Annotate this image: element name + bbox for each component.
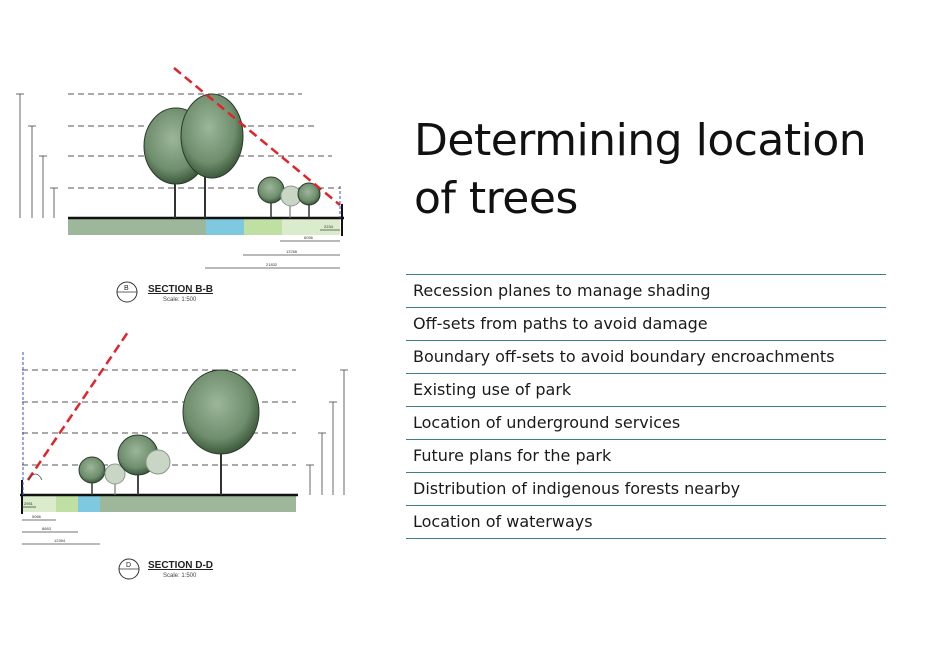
path-strip xyxy=(244,218,282,235)
dimension-label: 5066 xyxy=(32,514,42,519)
list-item: Recession planes to manage shading xyxy=(406,275,886,308)
dimension-label: 13766 xyxy=(286,249,298,254)
water-strip xyxy=(78,495,100,512)
tree-small-2 xyxy=(104,463,126,495)
section-scale: Scale: 1:500 xyxy=(163,297,197,303)
path-strip xyxy=(56,495,78,512)
dimension-label: 2951 xyxy=(24,501,34,506)
list-item: Off-sets from paths to avoid damage xyxy=(406,308,886,341)
recession-plane-line xyxy=(26,331,130,481)
list-item: Boundary off-sets to avoid boundary encr… xyxy=(406,341,886,374)
height-dimensions xyxy=(306,369,348,495)
level-lines xyxy=(22,369,296,466)
ground-strip xyxy=(68,218,206,235)
offset-dimensions xyxy=(205,229,340,269)
tree-small-1 xyxy=(257,176,285,218)
section-scale: Scale: 1:500 xyxy=(163,573,197,579)
dimension-label: 2234 xyxy=(324,224,334,229)
tree-small-3 xyxy=(297,182,321,218)
list-item: Distribution of indigenous forests nearb… xyxy=(406,473,886,506)
section-d-diagram: 2951 5066 8663 12394 D SECTION D-D Scale… xyxy=(20,331,348,580)
dimension-label: 8663 xyxy=(42,526,52,531)
water-strip xyxy=(206,218,244,235)
section-b-diagram: 2234 6056 13766 21832 B SECTION B-B Scal… xyxy=(16,67,344,303)
section-marker-letter: D xyxy=(126,562,131,569)
factor-list: Recession planes to manage shading Off-s… xyxy=(406,274,886,539)
tree-large-right xyxy=(180,93,244,218)
list-item: Existing use of park xyxy=(406,374,886,407)
list-item: Location of waterways xyxy=(406,506,886,539)
dimension-label: 6056 xyxy=(304,235,314,240)
tree-small-1 xyxy=(78,456,106,495)
buffer-strip xyxy=(282,218,340,235)
buffer-strip xyxy=(36,495,56,512)
list-item: Location of underground services xyxy=(406,407,886,440)
buffer-strip xyxy=(22,495,36,512)
dimension-label: 21832 xyxy=(266,262,278,267)
tree-medium-ghost xyxy=(145,449,171,475)
recession-plane-line xyxy=(173,67,341,206)
tree-large xyxy=(182,369,260,495)
section-marker-letter: B xyxy=(124,285,129,292)
offset-dimensions xyxy=(22,506,100,545)
slide-title: Determining location of trees xyxy=(414,115,867,224)
list-item: Future plans for the park xyxy=(406,440,886,473)
dimension-label: 12394 xyxy=(54,538,66,543)
height-dimensions xyxy=(16,93,58,218)
section-title: SECTION D-D xyxy=(148,560,213,571)
section-title: SECTION B-B xyxy=(148,284,213,295)
ground-strip xyxy=(100,495,296,512)
